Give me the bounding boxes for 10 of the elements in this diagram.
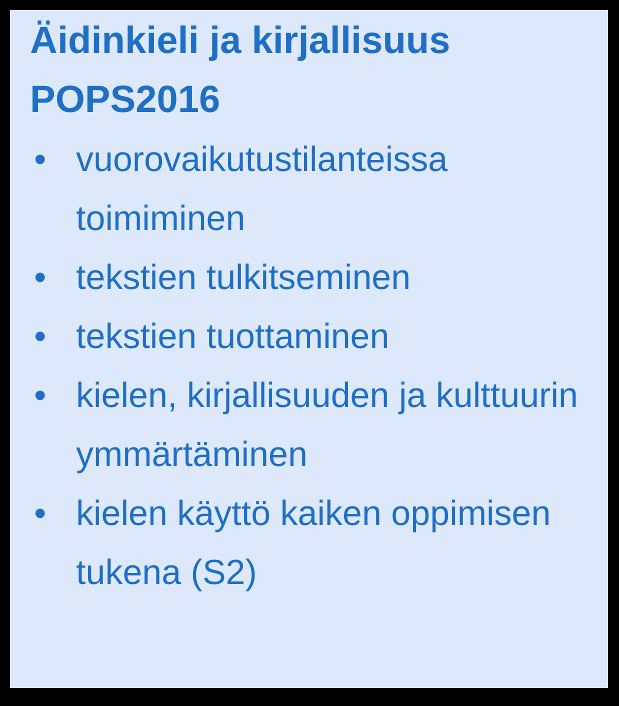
bullet: •: [34, 493, 46, 535]
bullet: •: [34, 316, 46, 358]
list-text: kielen käyttö kaiken oppimisen tukena (S2): [76, 494, 551, 592]
bullet: •: [34, 139, 46, 181]
text-panel: [10, 10, 608, 688]
bullet: •: [34, 257, 46, 299]
bullet: •: [34, 375, 46, 417]
list-text: tekstien tulkitseminen: [76, 258, 411, 297]
list-text: tekstien tuottaminen: [76, 317, 390, 356]
heading: Äidinkieli ja kirjallisuus POPS2016: [30, 19, 452, 123]
